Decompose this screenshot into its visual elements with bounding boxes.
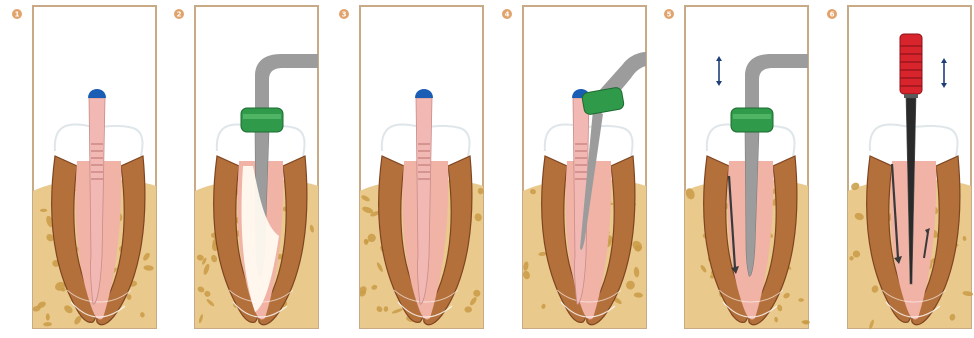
panel-step-4: 4 <box>502 6 646 328</box>
panel-step-1: 1 <box>12 6 156 328</box>
panel-step-6: 6 <box>827 6 973 330</box>
step-number-badge: 1 <box>12 9 22 19</box>
step-number: 4 <box>505 11 510 19</box>
step-number: 5 <box>667 11 672 19</box>
step-number: 2 <box>177 11 182 19</box>
step-number: 3 <box>342 11 347 19</box>
step-number: 6 <box>830 11 835 19</box>
step-number-badge: 4 <box>502 9 512 19</box>
step-number-badge: 3 <box>339 9 349 19</box>
step-number-badge: 6 <box>827 9 837 19</box>
file-handle <box>900 34 922 94</box>
panel-step-2: 2 <box>174 6 318 328</box>
rubber-stopper <box>241 108 283 132</box>
panel-step-3: 3 <box>339 6 484 328</box>
step-number-badge: 5 <box>664 9 674 19</box>
panel-step-5: 5 <box>664 6 810 328</box>
rubber-stopper <box>731 108 773 132</box>
step-number: 1 <box>15 11 20 19</box>
step-number-badge: 2 <box>174 9 184 19</box>
